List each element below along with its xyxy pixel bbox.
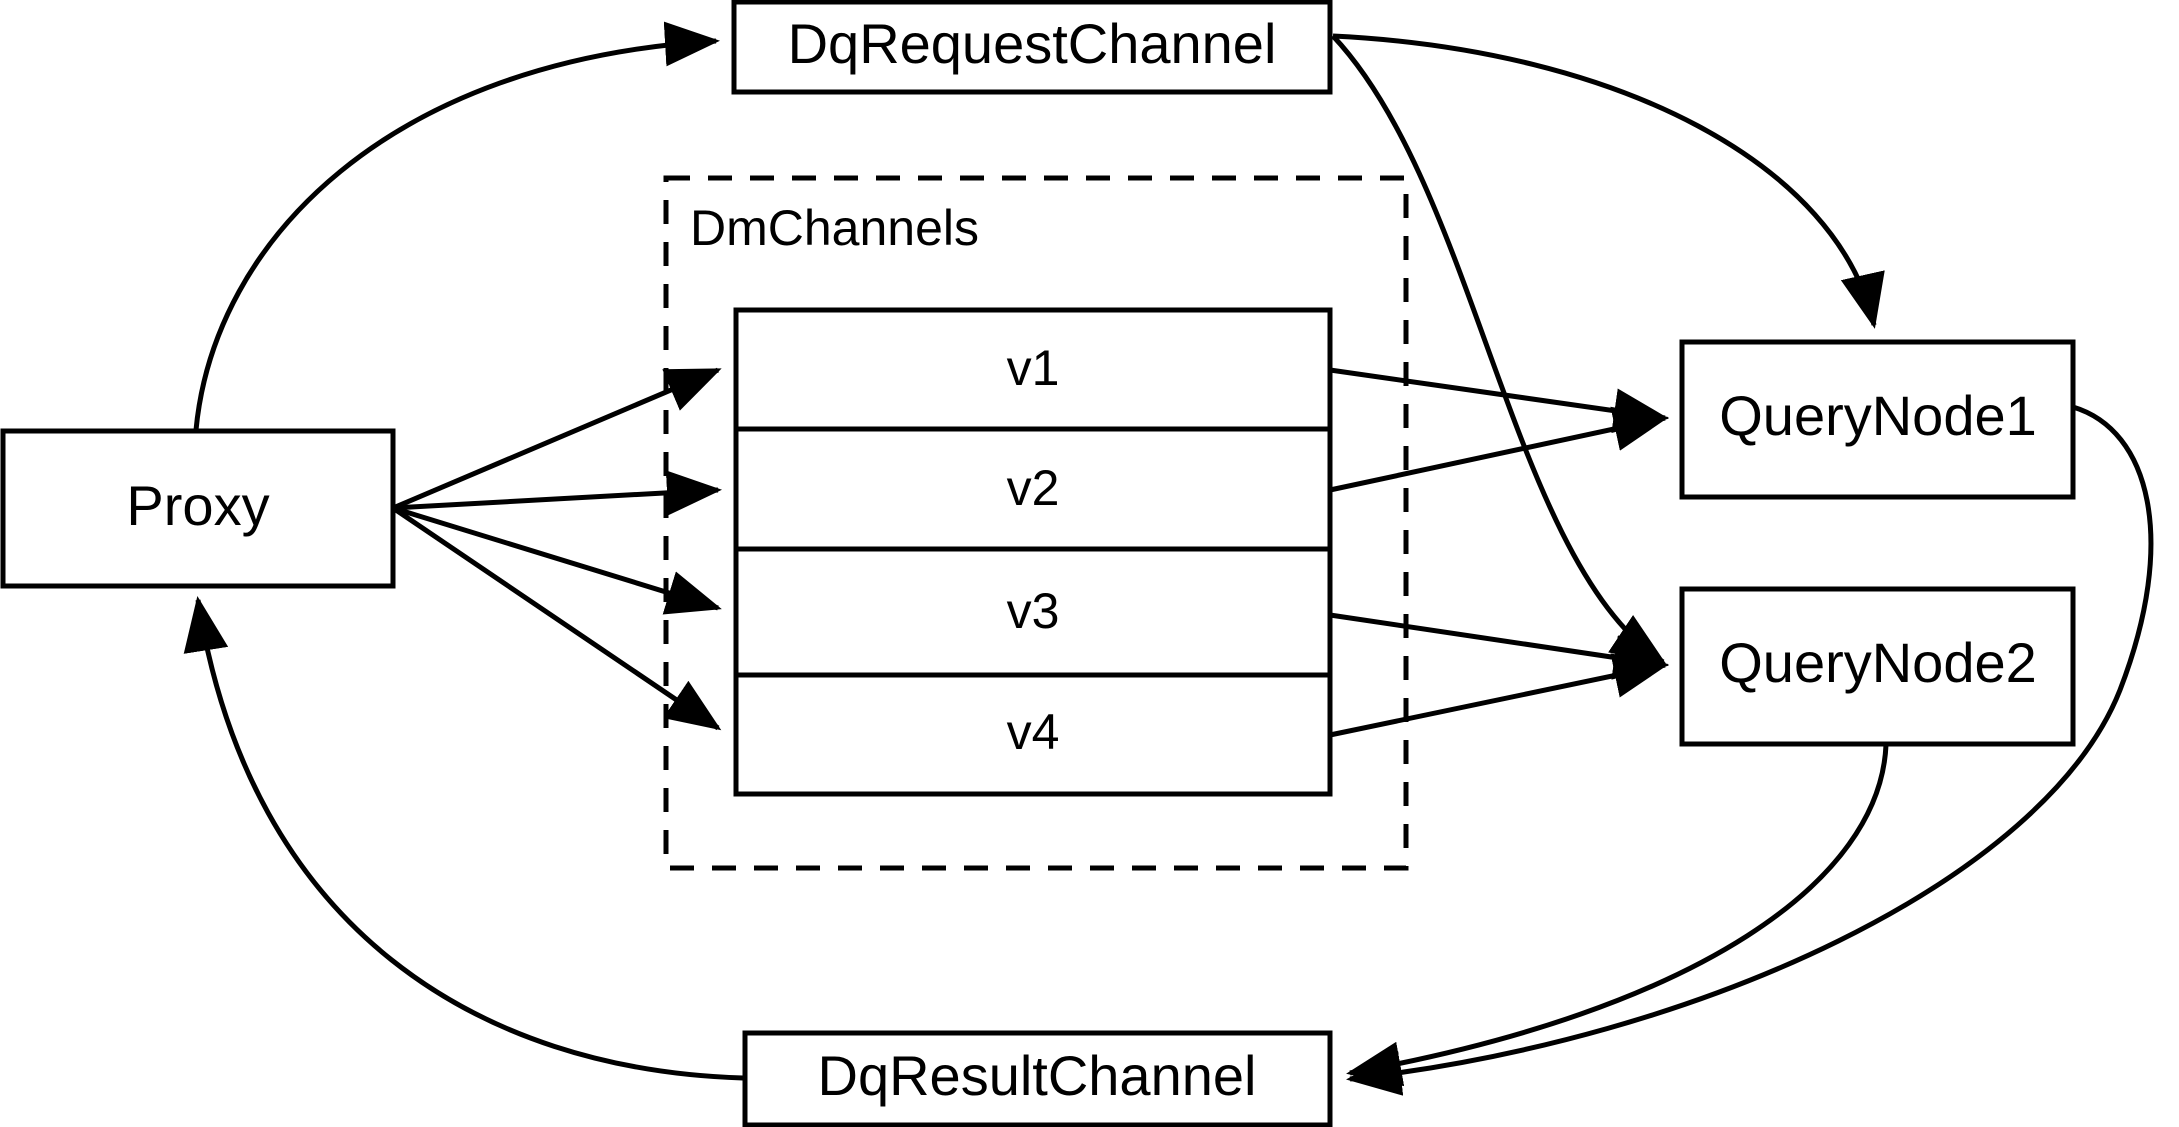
dqresultchannel-box[interactable]: [742, 1030, 1333, 1127]
edge-querynode2-to-dqresultchannel: [1346, 744, 1889, 1087]
edge-proxy-to-v1: [392, 367, 722, 511]
edge-querynode1-to-dqresultchannel: [1346, 404, 2154, 1096]
dmchannels-group: DmChannels: [663, 175, 1409, 871]
dqrequestchannel-label: DqRequestChannel: [788, 12, 1277, 75]
edge-proxy-to-dqrequestchannel: [193, 21, 720, 431]
channel-label-v2[interactable]: v2: [1007, 460, 1060, 516]
node-proxy[interactable]: Proxy: [0, 428, 396, 589]
proxy-box[interactable]: [0, 428, 396, 589]
node-dqrequestchannel[interactable]: DqRequestChannel: [731, 0, 1333, 95]
querynode2-label: QueryNode2: [1719, 631, 2037, 694]
querynode2-box[interactable]: [1679, 586, 2076, 747]
dmchannels-group-label: DmChannels: [690, 200, 979, 256]
channel-label-v1[interactable]: v1: [1007, 340, 1060, 396]
dqrequestchannel-box[interactable]: [731, 0, 1333, 95]
channel-label-v4[interactable]: v4: [1007, 704, 1060, 760]
node-querynode1[interactable]: QueryNode1: [1679, 339, 2076, 500]
edge-v2-to-querynode1: [1329, 406, 1669, 493]
channel-label-v3[interactable]: v3: [1007, 583, 1060, 639]
edge-proxy-to-v4: [391, 505, 722, 731]
edge-dqresultchannel-to-proxy: [183, 596, 744, 1081]
edge-dqrequestchannel-to-querynode1: [1332, 33, 1885, 329]
node-querynode2[interactable]: QueryNode2: [1679, 586, 2076, 747]
edge-v1-to-querynode1: [1329, 367, 1669, 434]
proxy-label: Proxy: [126, 474, 269, 537]
edge-v4-to-querynode2: [1329, 653, 1669, 738]
node-dqresultchannel[interactable]: DqResultChannel: [742, 1030, 1333, 1127]
edge-dqrequestchannel-to-querynode2: [1331, 34, 1667, 665]
edge-proxy-to-v2: [392, 470, 722, 516]
dqresultchannel-label: DqResultChannel: [818, 1044, 1257, 1107]
querynode1-box[interactable]: [1679, 339, 2076, 500]
querynode1-label: QueryNode1: [1719, 384, 2037, 447]
edge-v3-to-querynode2: [1329, 612, 1669, 680]
channel-list-border: [733, 307, 1333, 797]
dmchannels-channel-list: v1 v2 v3 v4: [733, 307, 1333, 797]
